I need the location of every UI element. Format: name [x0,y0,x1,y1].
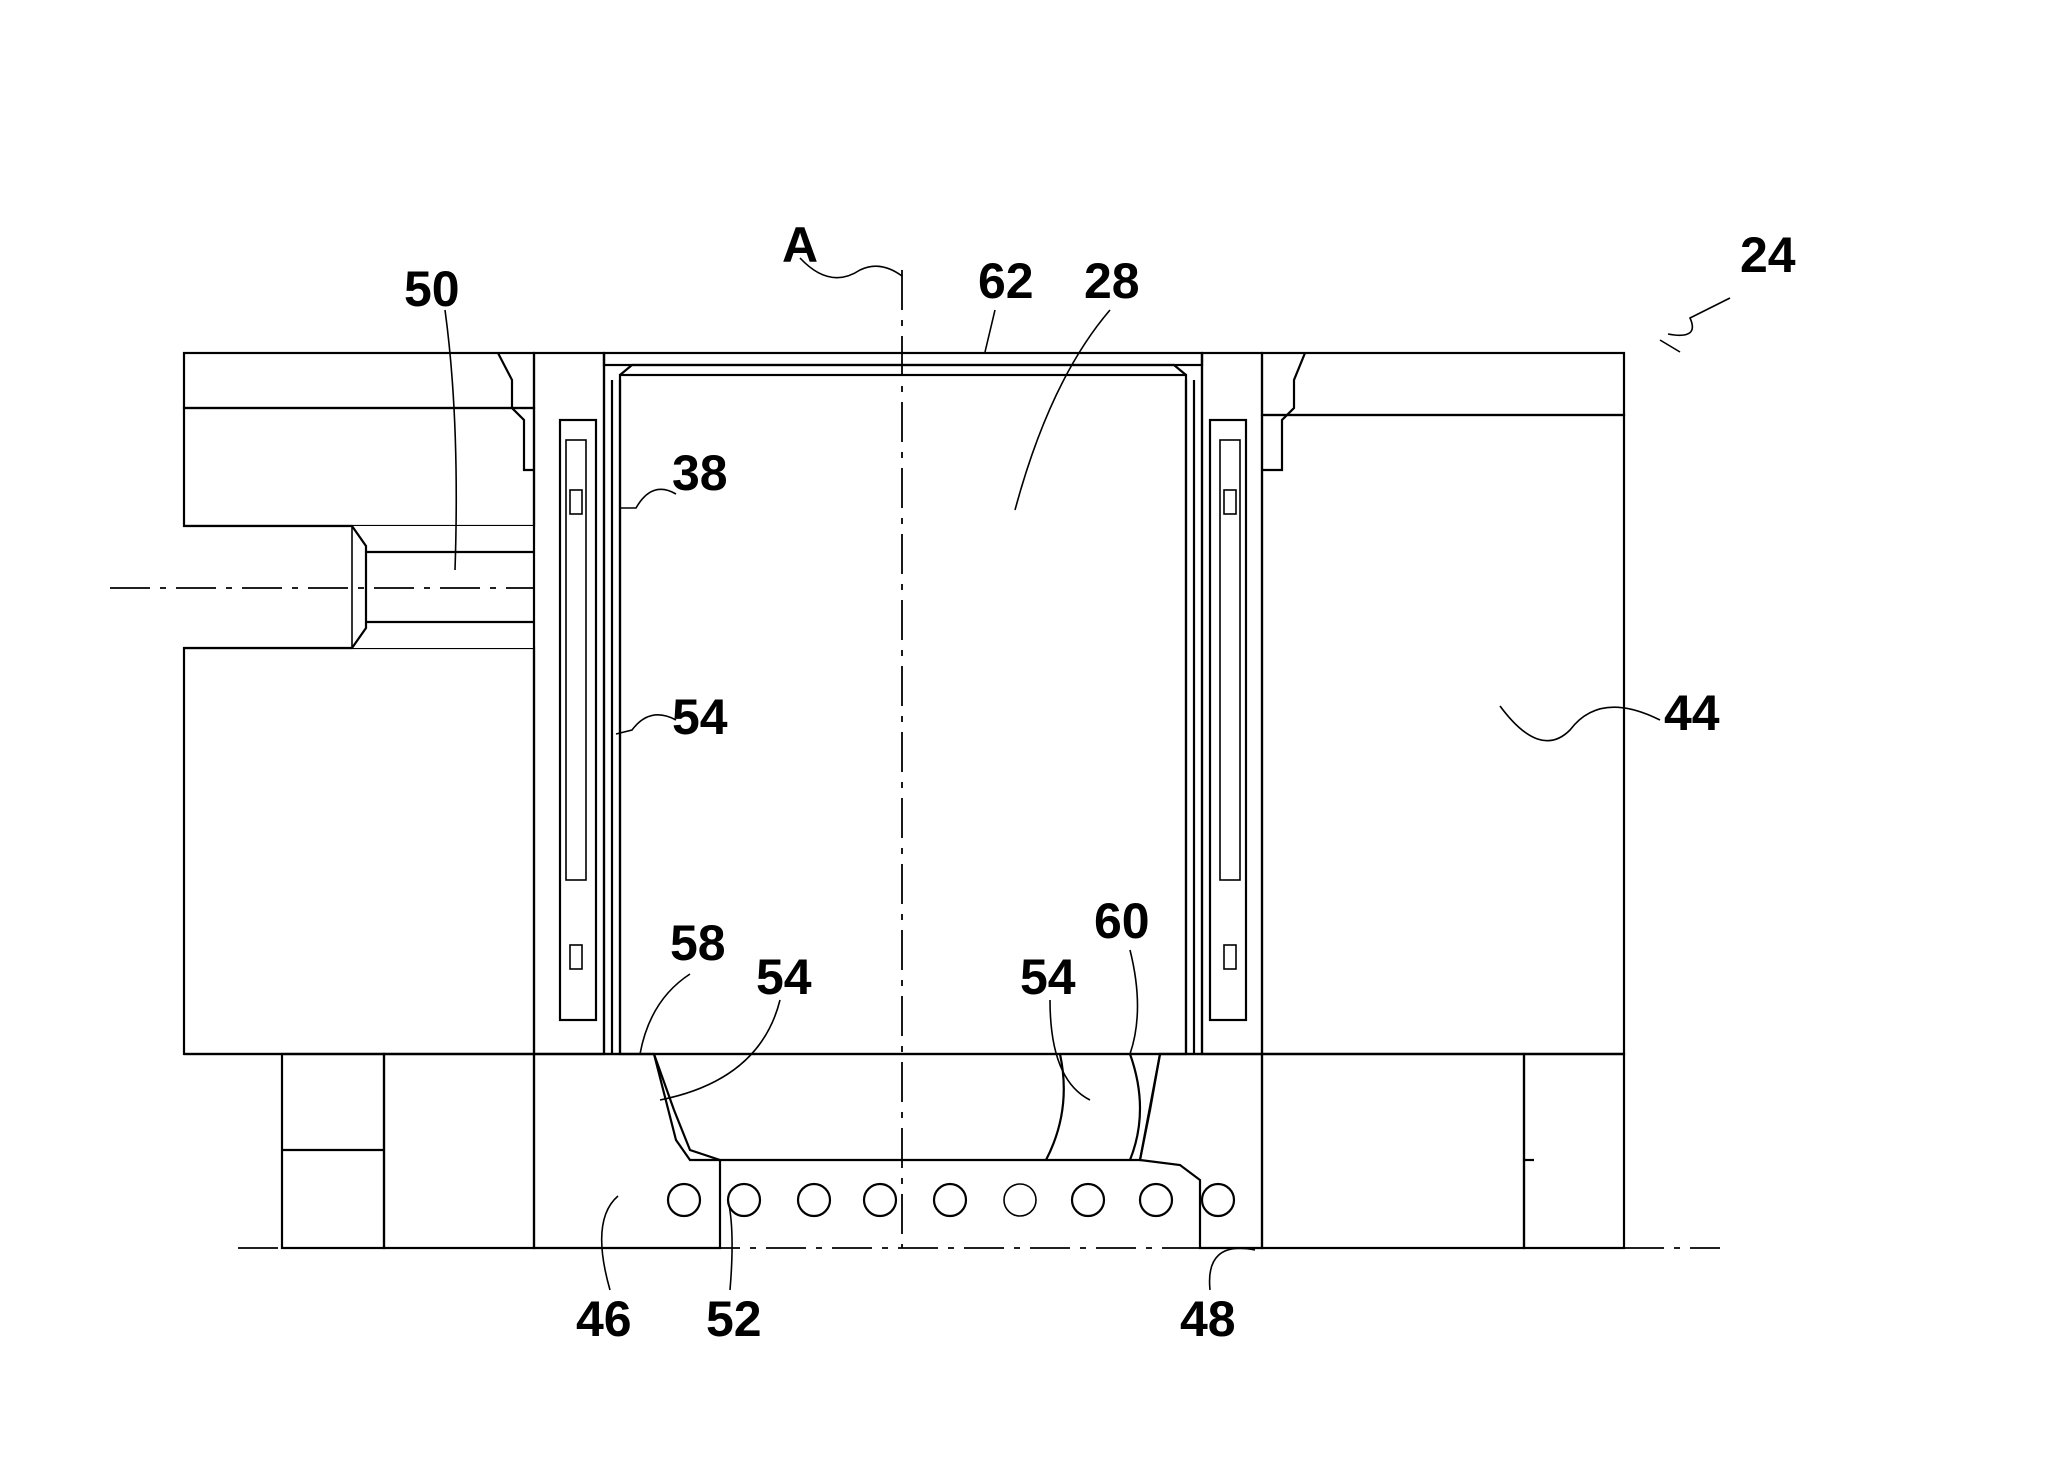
label-46: 46 [576,1291,632,1347]
left-sleeve [534,353,620,1054]
label-28: 28 [1084,253,1140,309]
left-housing-block [184,353,534,1054]
label-60: 60 [1094,893,1150,949]
leader-lines [445,258,1730,1290]
label-50: 50 [404,261,460,317]
label-54-right: 54 [1020,949,1076,1005]
label-A: A [782,217,818,273]
bottom-plates [184,1054,1624,1248]
label-62: 62 [978,253,1034,309]
center-lines [110,270,1720,1248]
label-44: 44 [1664,685,1720,741]
label-58: 58 [670,915,726,971]
label-38: 38 [672,445,728,501]
label-52: 52 [706,1291,762,1347]
right-sleeve [1186,353,1262,1054]
label-48: 48 [1180,1291,1236,1347]
label-54-left: 54 [756,949,812,1005]
right-housing-block-44 [1262,353,1624,1054]
ball-row-52 [668,1184,1234,1216]
label-24: 24 [1740,227,1796,283]
label-54-middle: 54 [672,689,728,745]
